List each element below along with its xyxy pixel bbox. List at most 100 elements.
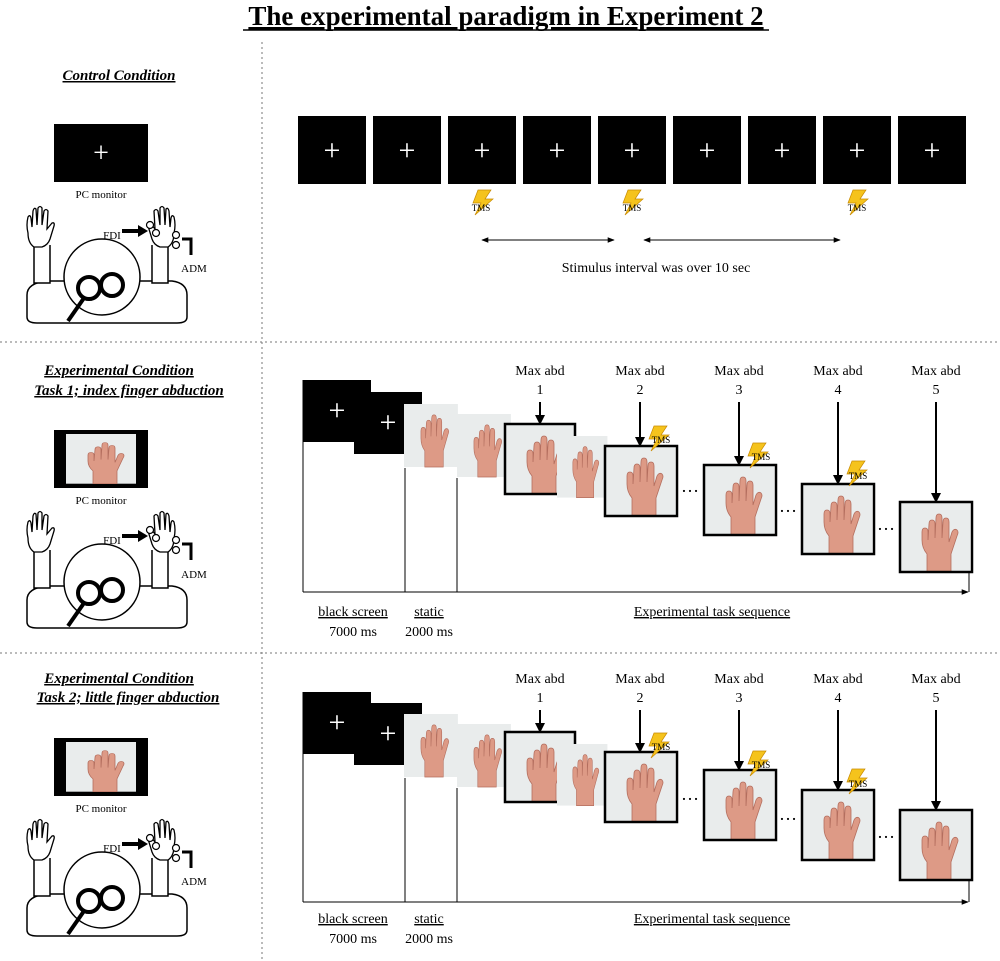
control-frame-5 xyxy=(598,116,666,184)
task-frame-2 xyxy=(603,444,679,518)
black-screen-duration: 7000 ms xyxy=(329,625,377,640)
tms-label: TMS xyxy=(849,471,868,481)
control-frame-fixations: + + + + + + + + + xyxy=(324,134,941,167)
tms-label: TMS xyxy=(652,435,671,445)
control-frame-fixation: + xyxy=(774,134,791,167)
control-tms-pulse-3: TMS xyxy=(847,189,869,216)
max-abd-number: 2 xyxy=(637,383,644,398)
task-frame-3 xyxy=(702,463,778,537)
black-screen-label: black screen xyxy=(318,912,388,927)
task-frame-5 xyxy=(898,500,974,574)
task1-left-panel: Experimental Condition Task 1; index fin… xyxy=(25,363,224,630)
max-abd-label: Max abd xyxy=(515,672,564,687)
control-frame-1 xyxy=(298,116,366,184)
hand-photo xyxy=(604,445,676,517)
control-frame-4 xyxy=(523,116,591,184)
task-sequence-label: Experimental task sequence xyxy=(634,912,790,927)
max-abd-label: Max abd xyxy=(515,364,564,379)
task1-subject-diagram xyxy=(25,509,193,630)
black-screen-fixation: + xyxy=(329,706,346,739)
control-frame-fixation: + xyxy=(399,134,416,167)
static-label: static xyxy=(414,605,444,620)
task2-adm-label: ADM xyxy=(181,876,207,888)
task2-left-panel: Experimental Condition Task 2; little fi… xyxy=(25,671,220,938)
tms-pulse: TMS xyxy=(846,460,868,487)
task2-heading-line2: Task 2; little finger abduction xyxy=(37,690,220,706)
task1-adm-label: ADM xyxy=(181,569,207,581)
control-monitor-fixation: + xyxy=(93,138,109,169)
control-frame-9 xyxy=(898,116,966,184)
max-abd-number: 1 xyxy=(537,691,544,706)
control-frame-fixation: + xyxy=(324,134,341,167)
task-frame-5 xyxy=(898,808,974,882)
control-frame-3 xyxy=(448,116,516,184)
task-frame-3 xyxy=(702,768,778,842)
max-abd-number: 4 xyxy=(835,383,842,398)
black-screen-fixation: + xyxy=(380,717,397,750)
tms-pulse: TMS xyxy=(648,732,671,759)
control-subject-diagram xyxy=(25,204,193,325)
max-abd-number: 4 xyxy=(835,691,842,706)
static-photo xyxy=(456,413,512,478)
ellipsis: … xyxy=(877,822,895,842)
max-abd-label: Max abd xyxy=(714,672,763,687)
control-fdi-label: FDI xyxy=(103,230,121,242)
hand-photo xyxy=(801,483,873,555)
static-duration: 2000 ms xyxy=(405,932,453,947)
black-screen-fixation: + xyxy=(380,406,397,439)
interval-note: Stimulus interval was over 10 sec xyxy=(562,261,751,276)
tms-pulse: TMS xyxy=(747,750,770,777)
ellipsis: … xyxy=(681,476,699,496)
control-heading: Control Condition xyxy=(63,68,176,84)
figure-title: The experimental paradigm in Experiment … xyxy=(248,1,763,31)
task1-heading-line1: Experimental Condition xyxy=(43,363,194,379)
max-abd-number: 3 xyxy=(736,383,743,398)
control-sequence: + + + + + + + + + TMS TMS TMS Stimulus i… xyxy=(298,116,966,276)
ellipsis: … xyxy=(779,496,797,516)
hand-photo xyxy=(899,809,971,881)
max-abd-label: Max abd xyxy=(615,672,664,687)
task2-sequence: + + … … … Max abd 1 M xyxy=(302,672,974,947)
static-photo xyxy=(403,403,459,468)
tms-pulse: TMS xyxy=(747,442,771,469)
control-monitor-label: PC monitor xyxy=(75,189,126,201)
task2-fdi-label: FDI xyxy=(103,843,121,855)
hand-photo xyxy=(899,501,971,573)
max-abd-label: Max abd xyxy=(813,364,862,379)
task1-heading-line2: Task 1; index finger abduction xyxy=(34,383,223,399)
task1-monitor-label: PC monitor xyxy=(75,495,126,507)
tms-label: TMS xyxy=(848,203,867,213)
max-abd-number: 3 xyxy=(736,691,743,706)
control-monitor xyxy=(54,124,148,182)
control-tms-pulse-1: TMS xyxy=(472,189,494,216)
control-adm-label: ADM xyxy=(181,263,207,275)
task2-monitor-hand-photo xyxy=(65,741,137,793)
black-screen-label: black screen xyxy=(318,605,388,620)
tms-label: TMS xyxy=(652,742,671,752)
hand-photo xyxy=(604,751,676,823)
control-frame-fixation: + xyxy=(924,134,941,167)
task-frame-4 xyxy=(800,482,876,556)
control-left-panel: Control Condition + PC monitor FDI ADM xyxy=(25,68,207,325)
max-abd-label: Max abd xyxy=(813,672,862,687)
control-frame-8 xyxy=(823,116,891,184)
task-sequence-label: Experimental task sequence xyxy=(634,605,790,620)
task1-fdi-label: FDI xyxy=(103,535,121,547)
max-abd-label: Max abd xyxy=(714,364,763,379)
black-screen-fixation: + xyxy=(329,394,346,427)
max-abd-number: 5 xyxy=(933,383,940,398)
control-frame-7 xyxy=(748,116,816,184)
tms-pulse: TMS xyxy=(648,425,671,452)
hand-photo xyxy=(801,789,873,861)
control-frame-fixation: + xyxy=(699,134,716,167)
control-frame-2 xyxy=(373,116,441,184)
control-frames xyxy=(298,116,966,184)
max-abd-label: Max abd xyxy=(911,364,960,379)
tms-label: TMS xyxy=(752,452,771,462)
ellipsis: … xyxy=(779,804,797,824)
static-label: static xyxy=(414,912,444,927)
control-frame-fixation: + xyxy=(549,134,566,167)
control-frame-6 xyxy=(673,116,741,184)
max-abd-label: Max abd xyxy=(615,364,664,379)
tms-pulse: TMS xyxy=(846,768,868,795)
